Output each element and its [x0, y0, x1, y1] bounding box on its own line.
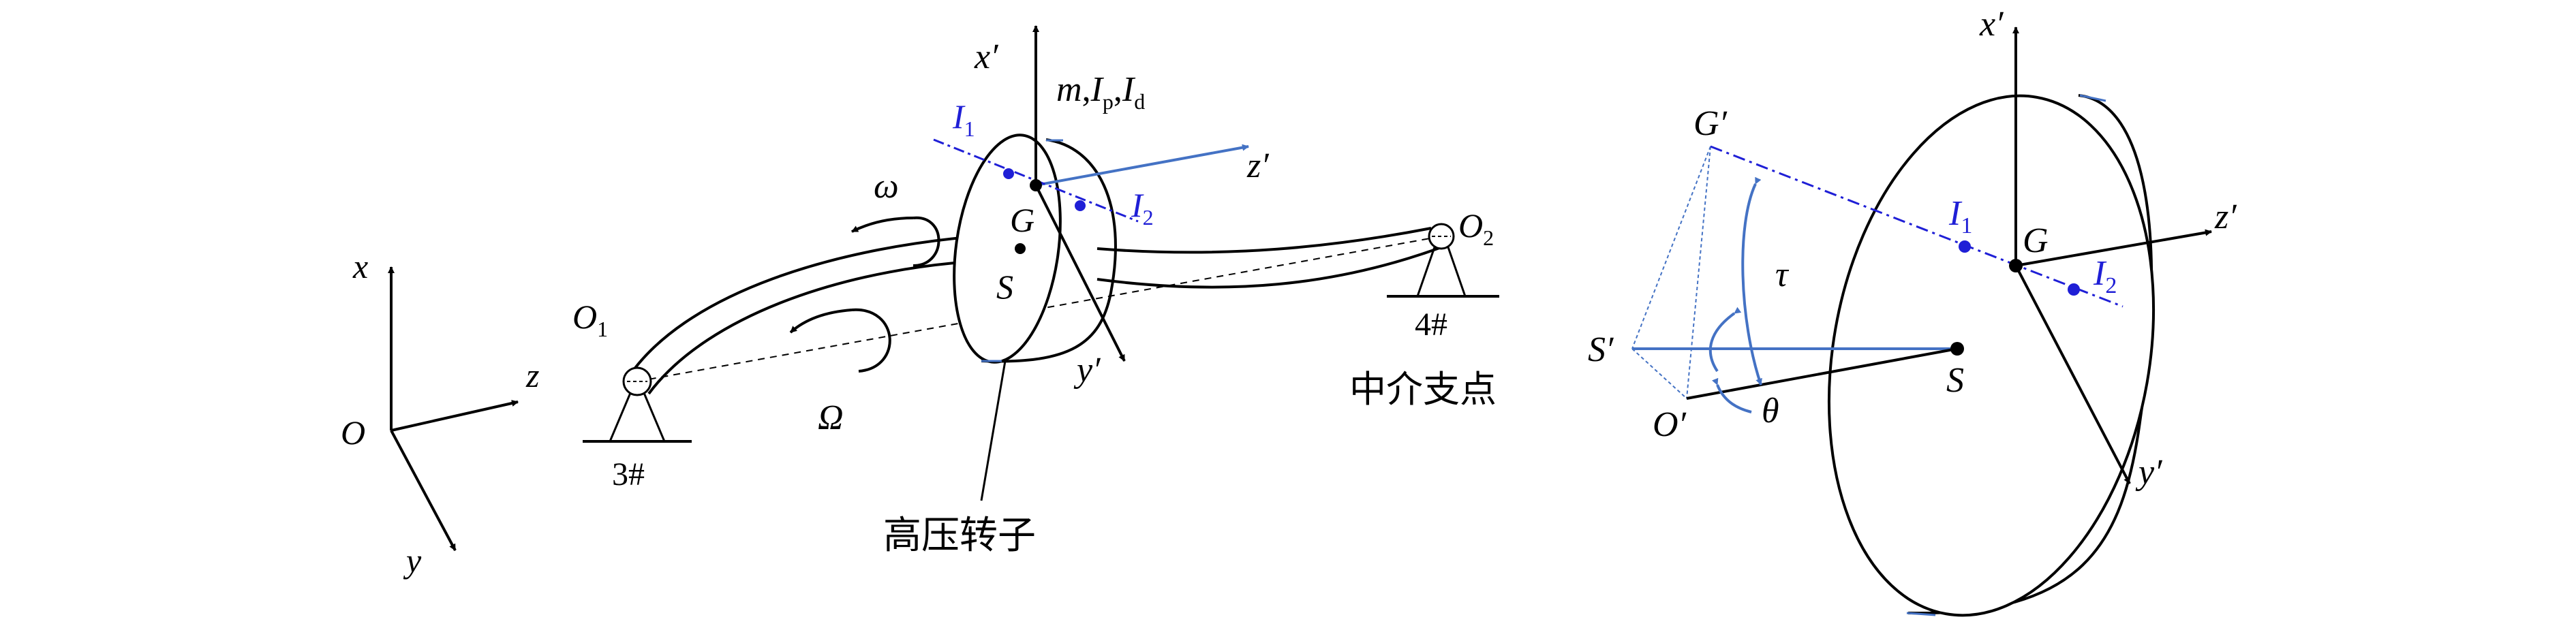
global-axes [388, 266, 519, 551]
global-origin-label: O [341, 413, 365, 452]
right-z-axis [2015, 229, 2212, 267]
o-prime-line [1686, 347, 1958, 400]
global-y-label: y [403, 541, 422, 580]
center-s-point [1015, 243, 1026, 254]
inertia-2-label: I2 [1131, 186, 1154, 230]
right-y-label: y′ [2135, 453, 2163, 492]
theta-label: θ [1762, 392, 1779, 430]
right-inertia-1-label: I1 [1948, 194, 1972, 238]
local-y-axis [1034, 185, 1126, 362]
right-disk [1827, 94, 2156, 617]
right-inertia-2-label: I2 [2093, 254, 2117, 298]
right-g-point [2009, 259, 2023, 272]
local-y-label: y′ [1073, 351, 1101, 390]
theta-arc-upper [1708, 307, 1742, 373]
right-bearing [1387, 223, 1499, 298]
inertia-point-1 [1003, 168, 1014, 179]
right-x-label: x′ [1979, 5, 2004, 44]
g-prime-label: G′ [1693, 104, 1728, 143]
global-x-label: x [352, 247, 368, 285]
whirl-label: Ω [818, 398, 844, 437]
left-support-label: 3# [612, 456, 645, 492]
spin-arrow [851, 217, 914, 233]
tau-label: τ [1775, 255, 1790, 294]
global-z-label: z [525, 356, 539, 394]
local-z-axis [1035, 144, 1249, 187]
spin-arc [913, 216, 940, 267]
local-z-label: z′ [1246, 146, 1270, 185]
right-bearing-label: O2 [1458, 206, 1494, 250]
s-prime-label: S′ [1588, 330, 1614, 369]
rotor-disk [953, 134, 1117, 364]
right-z-label: z′ [2214, 198, 2237, 236]
left-bearing-label: O1 [572, 298, 608, 341]
center-g-point [1030, 179, 1042, 191]
inertia-point-2 [1075, 200, 1086, 211]
theta-arc-lower [1712, 377, 1752, 413]
right-s-label: S [1946, 361, 1964, 400]
intermediate-support-caption: 中介支点 [1349, 368, 1497, 411]
right-support-label: 4# [1415, 307, 1447, 343]
right-s-point [1950, 342, 1964, 356]
o-prime-label: O′ [1653, 405, 1687, 444]
center-s-label: S [996, 268, 1013, 306]
whirl-arrow [789, 309, 853, 334]
right-g-label: G [2023, 221, 2049, 260]
right-y-axis [2014, 265, 2131, 484]
rotor-caption: 高压转子 [883, 514, 1036, 558]
right-inertia-point-2 [2068, 283, 2080, 296]
spin-label: ω [874, 167, 899, 206]
right-shaft [1097, 227, 1444, 289]
tau-arc [1741, 176, 1762, 386]
left-shaft [624, 234, 1005, 395]
inertia-1-label: I1 [952, 97, 975, 141]
whirl-arc [851, 308, 891, 373]
projection-triangle [1631, 146, 1711, 399]
rotor-leader-line [980, 360, 1007, 501]
right-inertia-point-1 [1959, 240, 1971, 253]
right-inertia-axis [1710, 145, 2123, 308]
center-g-label: G [1010, 201, 1034, 239]
left-bearing [583, 366, 692, 443]
disk-params-label: m,Ip,Id [1056, 70, 1145, 114]
local-x-label: x′ [974, 37, 999, 76]
